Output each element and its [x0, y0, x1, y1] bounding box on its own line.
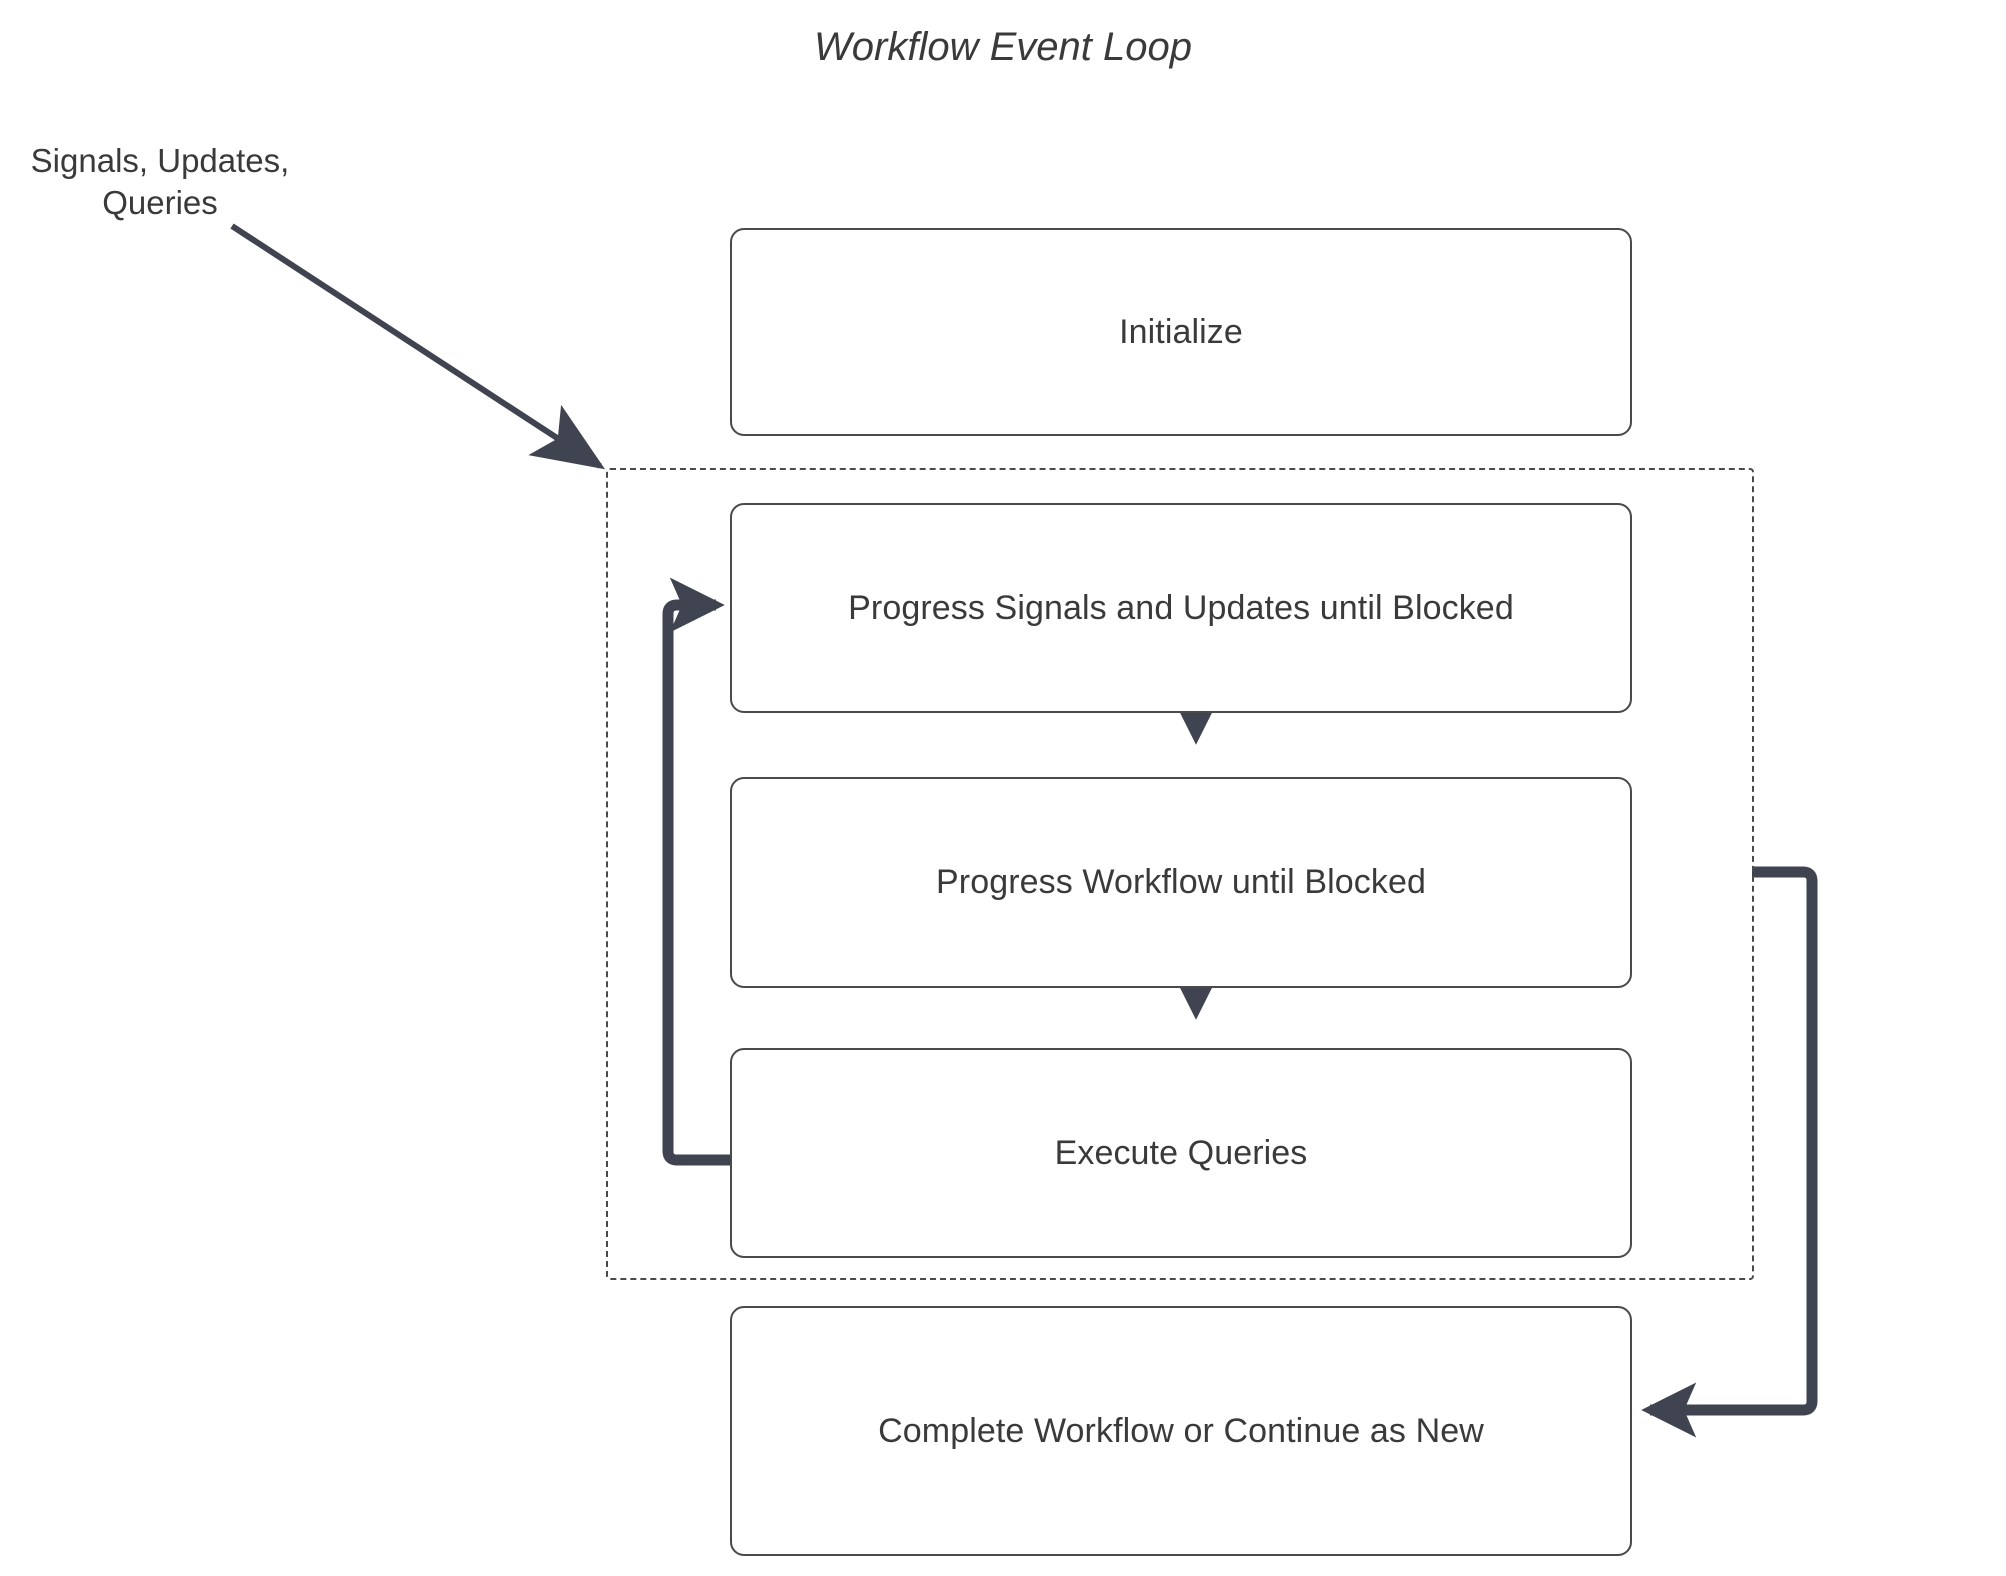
node-progress-signals-label: Progress Signals and Updates until Block… [848, 588, 1514, 627]
node-execute-queries-label: Execute Queries [1054, 1133, 1308, 1172]
incoming-edge-label: Signals, Updates, Queries [10, 140, 310, 224]
incoming-edge-label-line2: Queries [102, 184, 218, 222]
diagram-title: Workflow Event Loop [814, 25, 1192, 69]
node-complete-workflow-label: Complete Workflow or Continue as New [878, 1411, 1484, 1450]
node-initialize[interactable]: Initialize [730, 228, 1632, 436]
node-complete-workflow[interactable]: Complete Workflow or Continue as New [730, 1306, 1632, 1556]
edge-signals-to-group [230, 223, 606, 470]
incoming-edge-label-line1: Signals, Updates, [30, 142, 290, 179]
node-initialize-label: Initialize [1119, 312, 1243, 351]
event-loop-group [606, 468, 1754, 1280]
node-progress-signals[interactable]: Progress Signals and Updates until Block… [730, 503, 1632, 713]
node-progress-workflow-label: Progress Workflow until Blocked [936, 863, 1426, 901]
node-execute-queries[interactable]: Execute Queries [730, 1048, 1632, 1258]
node-progress-workflow[interactable]: Progress Workflow until Blocked [730, 777, 1632, 988]
